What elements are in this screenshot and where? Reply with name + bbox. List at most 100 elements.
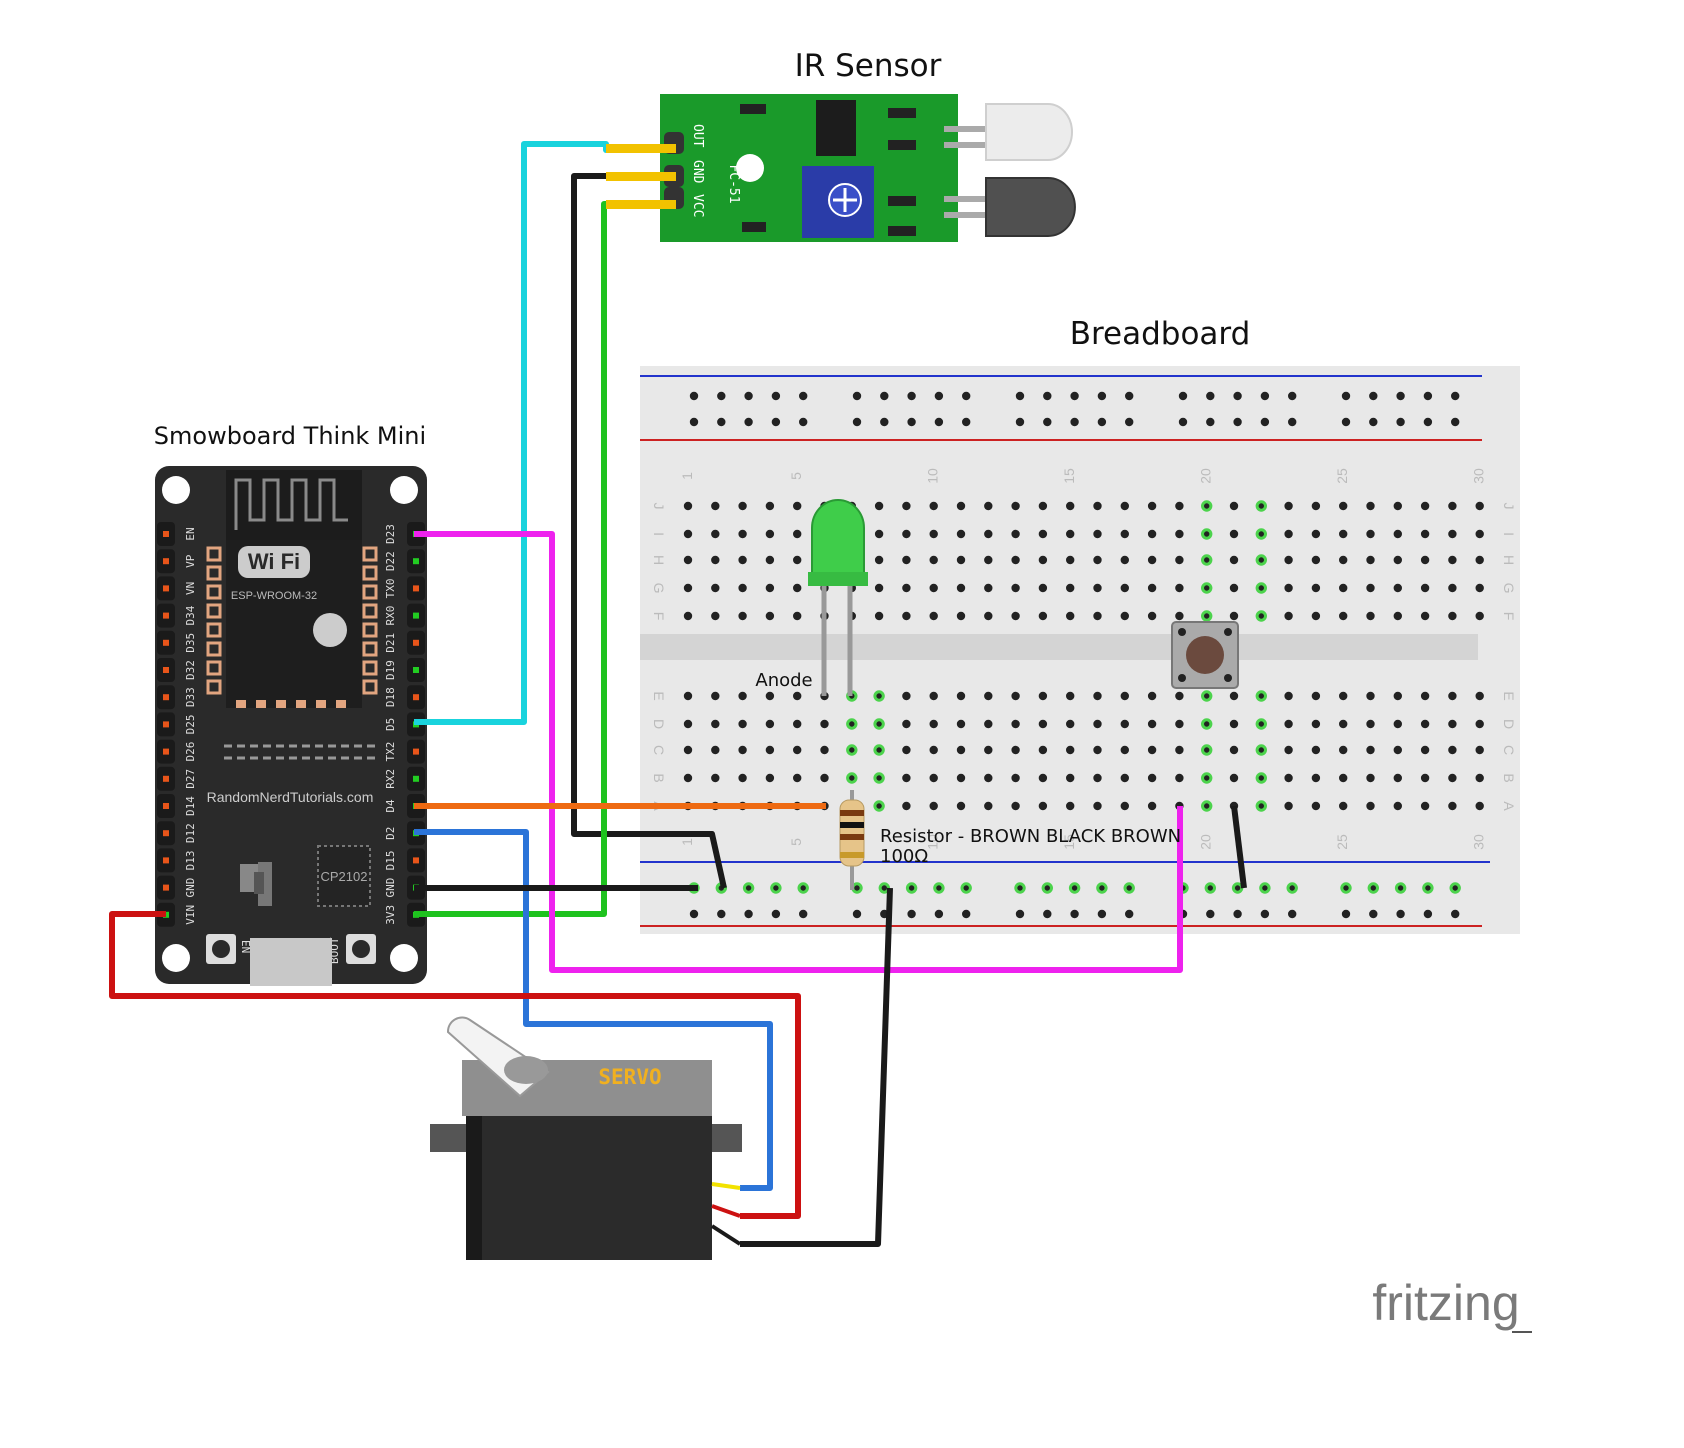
breadboard-hole (1366, 773, 1375, 783)
breadboard-hole (846, 744, 858, 756)
breadboard-hole (1448, 719, 1457, 729)
resistor-body-icon (839, 799, 865, 867)
breadboard-hole (1475, 501, 1484, 511)
breadboard-hole (793, 745, 802, 755)
wire-blue-d2-servo[interactable] (414, 829, 773, 1191)
breadboard-hole (1229, 529, 1239, 539)
rail-hole (1394, 882, 1407, 894)
breadboard-row-letter: D (651, 719, 667, 729)
module-pad (236, 700, 246, 708)
breadboard-hole (1475, 773, 1484, 783)
breadboard-row-letter: E (1501, 691, 1517, 700)
breadboard-hole (1366, 691, 1375, 701)
breadboard-hole (738, 611, 747, 621)
breadboard-hole (873, 744, 885, 756)
breadboard-hole (874, 529, 884, 539)
breadboard-hole (1311, 719, 1321, 729)
breadboard-hole (711, 583, 720, 593)
breadboard-hole (1011, 529, 1020, 539)
breadboard-hole (793, 583, 802, 593)
breadboard-hole (929, 801, 938, 811)
module-pad (362, 565, 378, 581)
module-pad (206, 584, 222, 600)
rail-hole (852, 391, 862, 401)
smd-resistor (888, 226, 916, 236)
pushbutton (1171, 621, 1239, 689)
rail-hole (1369, 909, 1378, 919)
breadboard-hole (793, 691, 802, 701)
rail-hole (1260, 417, 1270, 427)
voltage-regulator (240, 864, 258, 892)
rail-hole (1451, 909, 1460, 919)
breadboard-hole (956, 801, 966, 811)
wire-magenta-d23-button[interactable] (414, 531, 1183, 973)
wifi-logo-text: Wi Fi (248, 549, 300, 574)
esp32-left-pin-label: VN (184, 582, 197, 595)
breadboard-hole (1448, 745, 1457, 755)
breadboard-row-letter: F (651, 612, 667, 621)
breadboard-hole (1311, 801, 1321, 811)
rail-hole (962, 391, 971, 401)
header-pin-pad (163, 585, 169, 592)
breadboard-hole (683, 529, 693, 539)
module-pad (336, 700, 346, 708)
wire-black-button-gnd[interactable] (1231, 805, 1247, 889)
breadboard-hole (711, 501, 720, 511)
breadboard-hole (738, 691, 747, 701)
rail-hole (1340, 882, 1352, 894)
breadboard-hole (929, 583, 938, 593)
breadboard-hole (1393, 529, 1403, 539)
ic-chip (816, 100, 856, 156)
wire-cyan-out-d5[interactable] (414, 141, 676, 725)
header-pin-pad (163, 694, 169, 701)
breadboard-hole (1448, 555, 1457, 565)
module-pad (206, 679, 222, 695)
breadboard-column-number: 10 (925, 468, 941, 484)
breadboard-hole (1038, 745, 1048, 755)
breadboard-hole (1093, 773, 1102, 783)
header-pin-pad (413, 639, 419, 646)
wire-red-vin-servo[interactable] (109, 911, 801, 1219)
rail-hole (1423, 909, 1433, 919)
breadboard-hole (1175, 583, 1184, 593)
breadboard-hole (1393, 583, 1403, 593)
rail-hole (1396, 391, 1405, 401)
breadboard-hole (929, 745, 938, 755)
servo-body (466, 1100, 712, 1260)
breadboard-hole (1311, 555, 1321, 565)
esp32-right-pin-label: D22 (384, 551, 397, 571)
breadboard-hole (1448, 501, 1457, 511)
breadboard-hole (873, 772, 885, 784)
wire-black-servo-gnd[interactable] (740, 887, 893, 1247)
breadboard-hole (1229, 555, 1239, 565)
breadboard-hole (793, 611, 802, 621)
breadboard-hole (1066, 745, 1075, 755)
breadboard-hole (929, 773, 938, 783)
esp32-right-pin-label: GND (384, 878, 397, 898)
esp32-left-pin-label: EN (184, 527, 197, 540)
module-pad (362, 660, 378, 676)
servo-label: SERVO (598, 1065, 661, 1089)
board-website-label: RandomNerdTutorials.com (207, 789, 374, 805)
breadboard-hole (1255, 528, 1268, 540)
breadboard-hole (711, 691, 720, 701)
breadboard-hole (765, 611, 775, 621)
breadboard-hole (874, 611, 884, 621)
breadboard-hole (1175, 555, 1184, 565)
breadboard-hole (956, 719, 966, 729)
breadboard-hole (1229, 501, 1239, 511)
breadboard-hole (1201, 690, 1213, 702)
breadboard-hole (1255, 554, 1268, 566)
header-pin-pad (163, 775, 169, 782)
breadboard-hole (956, 529, 966, 539)
breadboard-hole (1011, 501, 1020, 511)
smd-resistor (742, 222, 766, 232)
ir-pin-label-gnd: GND (690, 160, 705, 184)
breadboard-hole (1284, 583, 1293, 593)
usb-connector[interactable] (250, 938, 332, 986)
breadboard-hole (1339, 719, 1348, 729)
breadboard-hole (738, 529, 747, 539)
breadboard-title: Breadboard (1070, 316, 1251, 352)
breadboard-hole (683, 501, 693, 511)
pushbutton-cap-icon[interactable] (1186, 636, 1224, 674)
